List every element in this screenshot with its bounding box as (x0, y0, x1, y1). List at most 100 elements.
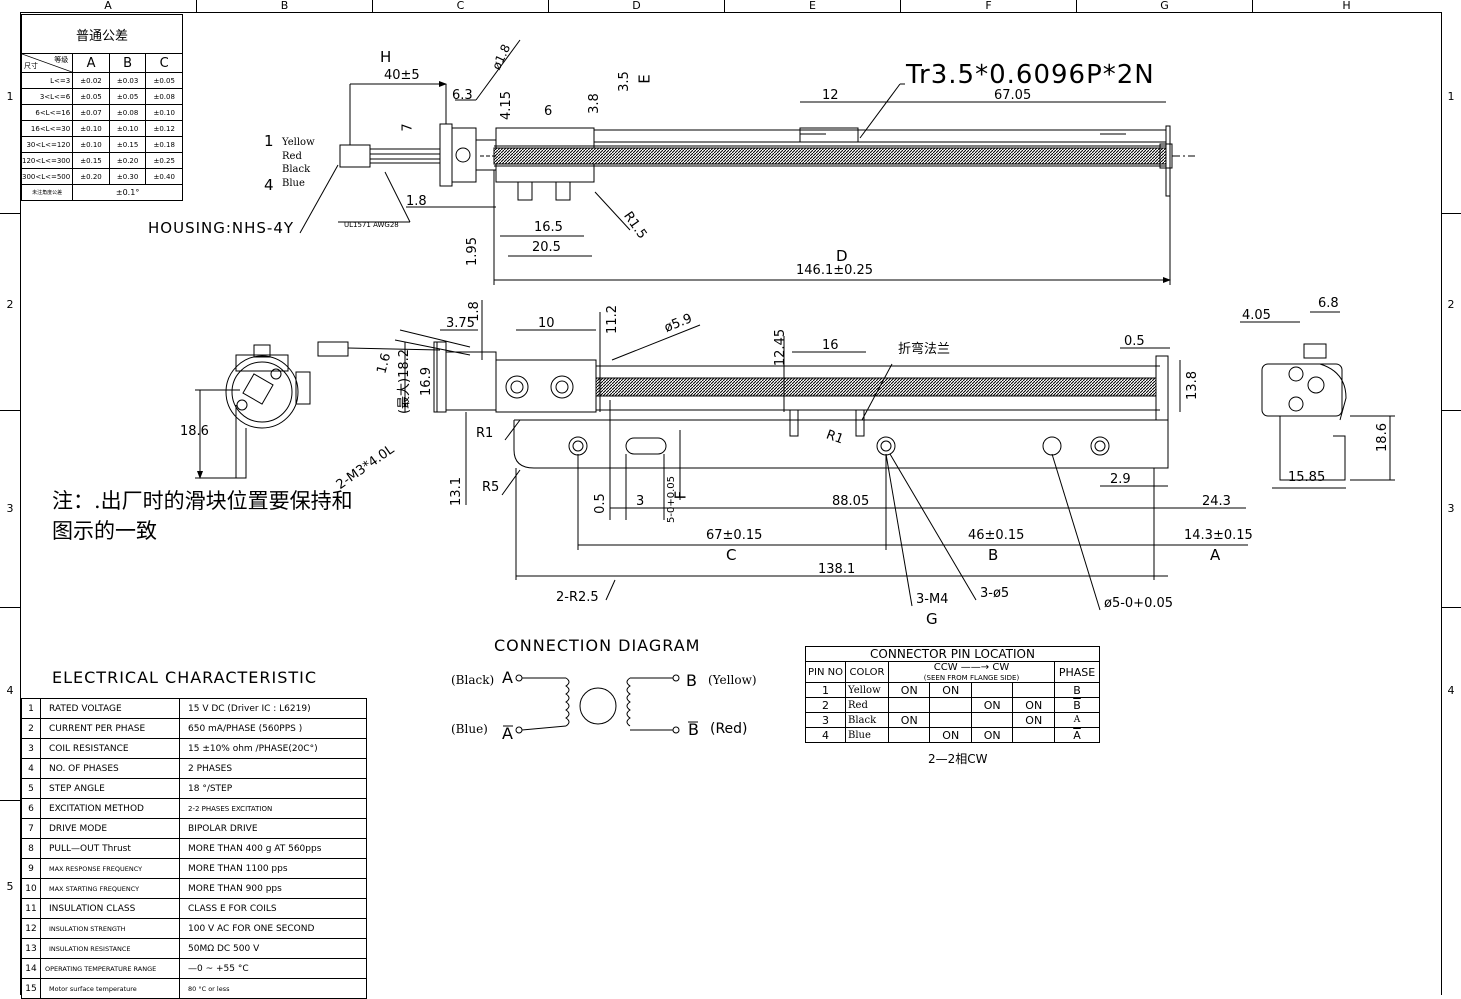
param-value: 2 PHASES (179, 758, 367, 779)
row-number: 14 (21, 958, 41, 979)
cw-label: CW (992, 662, 1010, 673)
wire-red: Red (282, 150, 302, 162)
dim-13-1: 13.1 (448, 477, 464, 506)
dim-7: 7 (400, 123, 416, 132)
row-number: 6 (21, 798, 41, 819)
param-name: MAX RESPONSE FREQUENCY (40, 858, 180, 879)
col-header-e: E (725, 0, 901, 12)
pin-number: 1 (805, 682, 846, 698)
frame-left (20, 12, 21, 995)
step-1 (887, 697, 931, 713)
dim-m4: 3-M4 (916, 592, 949, 607)
motor-end-view (195, 344, 311, 479)
dim-5-tolerance: 5-0+0.05 (665, 476, 677, 523)
housing-label: HOUSING:NHS-4Y (148, 219, 295, 237)
param-value: MORE THAN 900 pps (179, 878, 367, 899)
dim-4-15: 4.15 (498, 91, 514, 120)
param-value: 15 V DC (Driver IC : L6219) (179, 698, 367, 719)
step-1: ON (887, 712, 931, 728)
label-a: A (502, 668, 513, 687)
table-row: 120<L<=300±0.15±0.20±0.25 (20, 152, 183, 169)
column-header-strip: A B C D E F G H (20, 0, 1441, 13)
row-header-right-2: 2 (1447, 298, 1455, 311)
wire-color-list: Yellow Red Black Blue (282, 136, 315, 190)
row-number: 3 (21, 738, 41, 759)
connection-diagram-lines (503, 674, 698, 734)
row-number: 10 (21, 878, 41, 899)
pin-number: 4 (805, 727, 846, 743)
param-value: 2-2 PHASES EXCITATION (179, 798, 367, 819)
dim-3-5: 3.5 (616, 71, 632, 92)
label-b-bar: B (688, 720, 699, 739)
ccw-label: CCW (933, 662, 958, 673)
pin-color: Yellow (845, 682, 889, 698)
note-line-2: 图示的一致 (52, 519, 157, 543)
factory-note: 注：.出厂时的滑块位置要保持和 图示的一致 (52, 486, 353, 546)
table-row: 6<L<=16±0.07±0.08±0.10 (20, 104, 183, 121)
label-red: (Red) (710, 721, 748, 737)
seen-from-label: (SEEN FROM FLANGE SIDE) (888, 673, 1055, 683)
row-header-4: 4 (6, 684, 14, 697)
step-2: ON (929, 727, 972, 743)
step-4: ON (1012, 712, 1055, 728)
label-blue: (Blue) (451, 722, 488, 736)
row-header-2: 2 (6, 298, 14, 311)
angle-tol-value: ±0.1° (72, 184, 183, 201)
col-header-h: H (1342, 0, 1351, 12)
dim-12: 12 (822, 88, 839, 103)
connection-title: CONNECTION DIAGRAM (494, 636, 701, 655)
col-header-d: D (549, 0, 725, 12)
row-header-5: 5 (6, 880, 14, 893)
dim-6-8: 6.8 (1318, 296, 1339, 311)
row-number: 1 (21, 698, 41, 719)
step-3 (970, 682, 1014, 698)
dim-18-2-max: (最大)18.2 (397, 348, 413, 415)
row-number: 15 (21, 978, 41, 999)
corner-diagonal (22, 54, 72, 72)
pin-number: 2 (805, 697, 846, 713)
row-tick (0, 800, 20, 801)
param-value: 80 °C or less (179, 978, 367, 999)
dim-b-value: 46±0.15 (968, 528, 1025, 543)
dim-a-value: 14.3±0.15 (1184, 528, 1253, 543)
dim-24-3: 24.3 (1202, 494, 1231, 509)
phase-col-header: PHASE (1054, 661, 1100, 683)
param-value: 15 ±10% ohm /PHASE(20C°) (179, 738, 367, 759)
pin-color: Black (845, 712, 889, 728)
side-view (1240, 311, 1395, 489)
param-name: Motor surface temperature (40, 978, 180, 999)
step-2 (929, 712, 972, 728)
step-4: ON (1012, 697, 1055, 713)
dim-146-1: 146.1±0.25 (796, 263, 874, 278)
wire-pin-first: 1 (264, 132, 274, 150)
angle-tol-label: 未注角度公差 (20, 184, 74, 201)
pin-phase: B (1054, 682, 1100, 698)
direction-header: CCW ——→ CW (888, 661, 1055, 673)
dim-1-8-front: 1.8 (466, 301, 482, 322)
row-tick (1441, 410, 1461, 411)
row-number: 9 (21, 858, 41, 879)
param-name: OPERATING TEMPERATURE RANGE (40, 958, 180, 979)
dim-r2-5: 2-R2.5 (556, 590, 599, 605)
row-tick (1441, 213, 1461, 214)
step-1: ON (887, 682, 931, 698)
corner-grade-label: 等级 (54, 56, 69, 64)
dim-c-value: 67±0.15 (706, 528, 763, 543)
row-number: 2 (21, 718, 41, 739)
row-tick (1441, 607, 1461, 608)
row-number: 11 (21, 898, 41, 919)
wire-yellow: Yellow (282, 137, 315, 148)
param-name: STEP ANGLE (40, 778, 180, 799)
dim-r5: R5 (482, 480, 500, 495)
electrical-title: ELECTRICAL CHARACTERISTIC (52, 668, 318, 687)
param-value: 100 V AC FOR ONE SECOND (179, 918, 367, 939)
dim-10: 10 (538, 316, 555, 331)
front-view-dimensions (394, 300, 1248, 611)
param-name: INSULATION STRENGTH (40, 918, 180, 939)
step-3 (970, 712, 1014, 728)
wire-black: Black (282, 164, 311, 175)
